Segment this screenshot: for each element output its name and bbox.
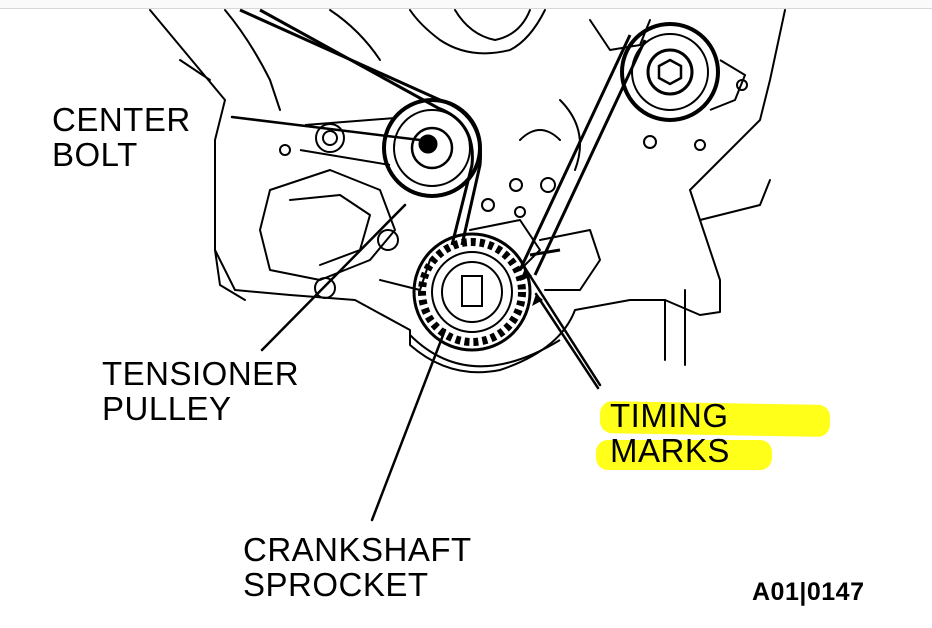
timing-belt-right (518, 34, 632, 271)
timing-belt-left (239, 8, 482, 246)
label-crankshaft-sprocket-line2: SPROCKET (243, 566, 429, 603)
label-center-bolt-line1: CENTER (52, 101, 191, 138)
leader-timing-marks-1 (523, 266, 602, 387)
leader-center-bolt (230, 115, 422, 142)
label-crankshaft-sprocket-line1: CRANKSHAFT (243, 531, 472, 568)
leader-tensioner-pulley (260, 203, 407, 352)
engine-block-outline (149, 9, 786, 374)
idler-pulley (620, 22, 748, 151)
leader-crankshaft-sprocket (370, 328, 447, 522)
label-timing-marks: TIMING MARKS (610, 398, 730, 468)
label-tensioner-pulley: TENSIONER PULLEY (102, 356, 299, 426)
figure-code: A01|0147 (752, 578, 865, 606)
label-timing-marks-line1: TIMING (610, 397, 729, 434)
tensioner-pulley (279, 98, 482, 198)
timing-belt-right-inner (533, 39, 647, 276)
crankshaft-sprocket (409, 232, 561, 368)
label-timing-marks-line2: MARKS (610, 432, 730, 469)
timing-belt-left-inner (259, 8, 474, 246)
highlight-marks (596, 440, 772, 470)
label-crankshaft-sprocket: CRANKSHAFT SPROCKET (243, 532, 472, 602)
label-tensioner-pulley-line2: PULLEY (102, 390, 232, 427)
label-center-bolt: CENTER BOLT (52, 102, 191, 172)
label-tensioner-pulley-line1: TENSIONER (102, 355, 300, 392)
leader-timing-marks-2 (534, 292, 600, 390)
label-center-bolt-line2: BOLT (52, 136, 138, 173)
top-border (0, 0, 932, 9)
